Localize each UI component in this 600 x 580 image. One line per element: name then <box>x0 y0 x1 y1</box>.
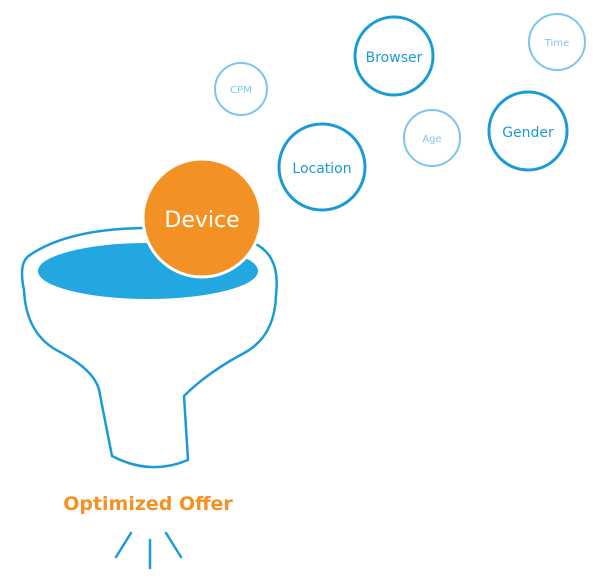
bubble-cpm: CPM <box>214 62 268 116</box>
bubble-location: Location <box>277 122 367 212</box>
output-ray-right <box>164 531 183 559</box>
bubble-device: Device <box>141 157 263 279</box>
bubble-gender: Gender <box>487 90 569 172</box>
bubble-location-label: Location <box>292 161 351 177</box>
bubble-device-label: Device <box>164 208 239 233</box>
bubble-age: Age <box>403 109 461 167</box>
bubble-time-label: Time <box>544 38 569 49</box>
funnel-outline <box>20 246 278 469</box>
bubble-browser: Browser <box>353 15 435 97</box>
output-ray-left <box>114 531 133 559</box>
bubble-age-label: Age <box>422 134 441 145</box>
bubble-time: Time <box>528 13 586 71</box>
bubble-cpm-label: CPM <box>230 85 252 96</box>
bubble-browser-label: Browser <box>366 50 423 66</box>
optimized-offer-label: Optimized Offer <box>63 493 233 515</box>
bubble-gender-label: Gender <box>502 125 554 141</box>
output-rays <box>114 531 183 570</box>
